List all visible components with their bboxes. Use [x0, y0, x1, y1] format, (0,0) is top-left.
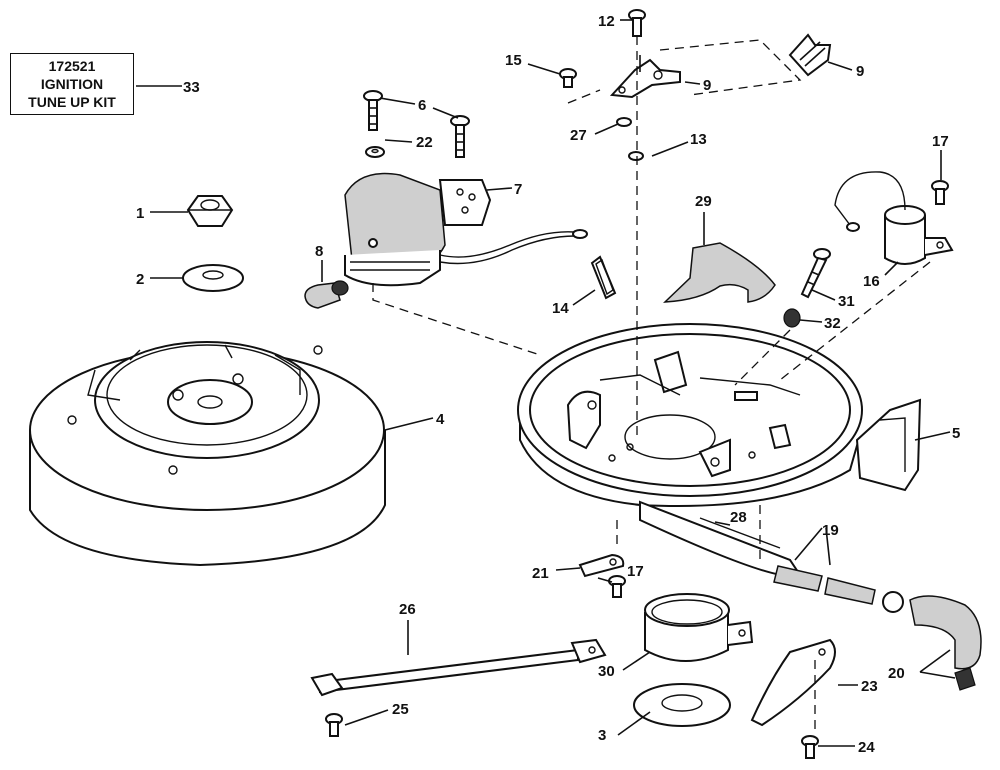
terminal-screw	[608, 575, 626, 598]
coil-screws	[363, 90, 470, 158]
callout-numbers: 33 1 2 3 4 5 6 7 8 9 9 12 13 14 15 16 17…	[136, 13, 960, 756]
lubricator-plate	[663, 242, 776, 303]
callout-31: 31	[838, 293, 855, 310]
points-screw-15	[559, 68, 577, 88]
callout-8: 8	[315, 243, 323, 260]
callout-16: 16	[863, 273, 880, 290]
condenser	[834, 171, 954, 265]
kit-title-line-1: IGNITION	[40, 76, 104, 92]
callout-14: 14	[552, 300, 569, 317]
washer-27	[616, 117, 632, 127]
callout-3: 3	[598, 727, 606, 744]
kit-part-number: 172521	[48, 58, 96, 74]
thrust-washer	[633, 683, 731, 727]
flywheel-washer	[182, 264, 244, 292]
ignition-coil	[344, 172, 588, 287]
armature-plate	[517, 323, 922, 507]
coil-washer	[365, 146, 385, 158]
breaker-points-set-right	[788, 33, 832, 77]
callout-26: 26	[399, 601, 416, 618]
callout-23: 23	[861, 678, 878, 695]
callout-21: 21	[532, 565, 549, 582]
callout-6: 6	[418, 97, 426, 114]
adjusting-spring	[783, 308, 801, 328]
callout-12: 12	[598, 13, 615, 30]
condenser-screw	[931, 180, 949, 205]
adjusting-screw	[800, 248, 831, 299]
callout-15: 15	[505, 52, 522, 69]
callout-33: 33	[183, 79, 200, 96]
callout-32: 32	[824, 315, 841, 332]
tune-up-kit-label-box: 172521 IGNITION TUNE UP KIT	[10, 53, 134, 115]
spark-plug-boot	[909, 595, 982, 691]
kit-title-line-2: TUNE UP KIT	[28, 94, 116, 110]
callout-7: 7	[514, 181, 522, 198]
callout-1: 1	[136, 205, 144, 222]
felt-wiper	[590, 255, 617, 300]
points-phantom-lines	[567, 39, 802, 104]
points-screw-12	[628, 9, 646, 37]
cam-link	[750, 638, 836, 727]
callout-19: 19	[822, 522, 839, 539]
clamp	[644, 593, 754, 662]
callout-30: 30	[598, 663, 615, 680]
callout-17-lower: 17	[627, 563, 644, 580]
insulating-sleeves	[773, 565, 904, 613]
callout-9-left: 9	[703, 77, 711, 94]
flywheel	[29, 341, 386, 567]
callout-4: 4	[436, 411, 445, 428]
callout-2: 2	[136, 271, 144, 288]
callout-27: 27	[570, 127, 587, 144]
link-screw	[325, 713, 343, 737]
ground-terminal	[578, 553, 625, 578]
callout-5: 5	[952, 425, 960, 442]
callout-20: 20	[888, 665, 905, 682]
cam-link-screw	[801, 735, 819, 759]
flywheel-nut	[186, 195, 234, 227]
throttle-link	[310, 638, 607, 697]
callout-24: 24	[858, 739, 875, 756]
ground-wire-lead	[639, 500, 802, 578]
callout-22: 22	[416, 134, 433, 151]
callout-28: 28	[730, 509, 747, 526]
breaker-points-set-left	[609, 55, 681, 99]
callout-9-right: 9	[856, 63, 864, 80]
assembly-phantom-lines	[372, 36, 931, 735]
callout-13: 13	[690, 131, 707, 148]
callout-25: 25	[392, 701, 409, 718]
callout-29: 29	[695, 193, 712, 210]
callout-17-upper: 17	[932, 133, 949, 150]
callout-leader-lines	[136, 19, 956, 747]
washer-13	[628, 151, 644, 161]
spark-plug-terminal	[304, 280, 349, 309]
